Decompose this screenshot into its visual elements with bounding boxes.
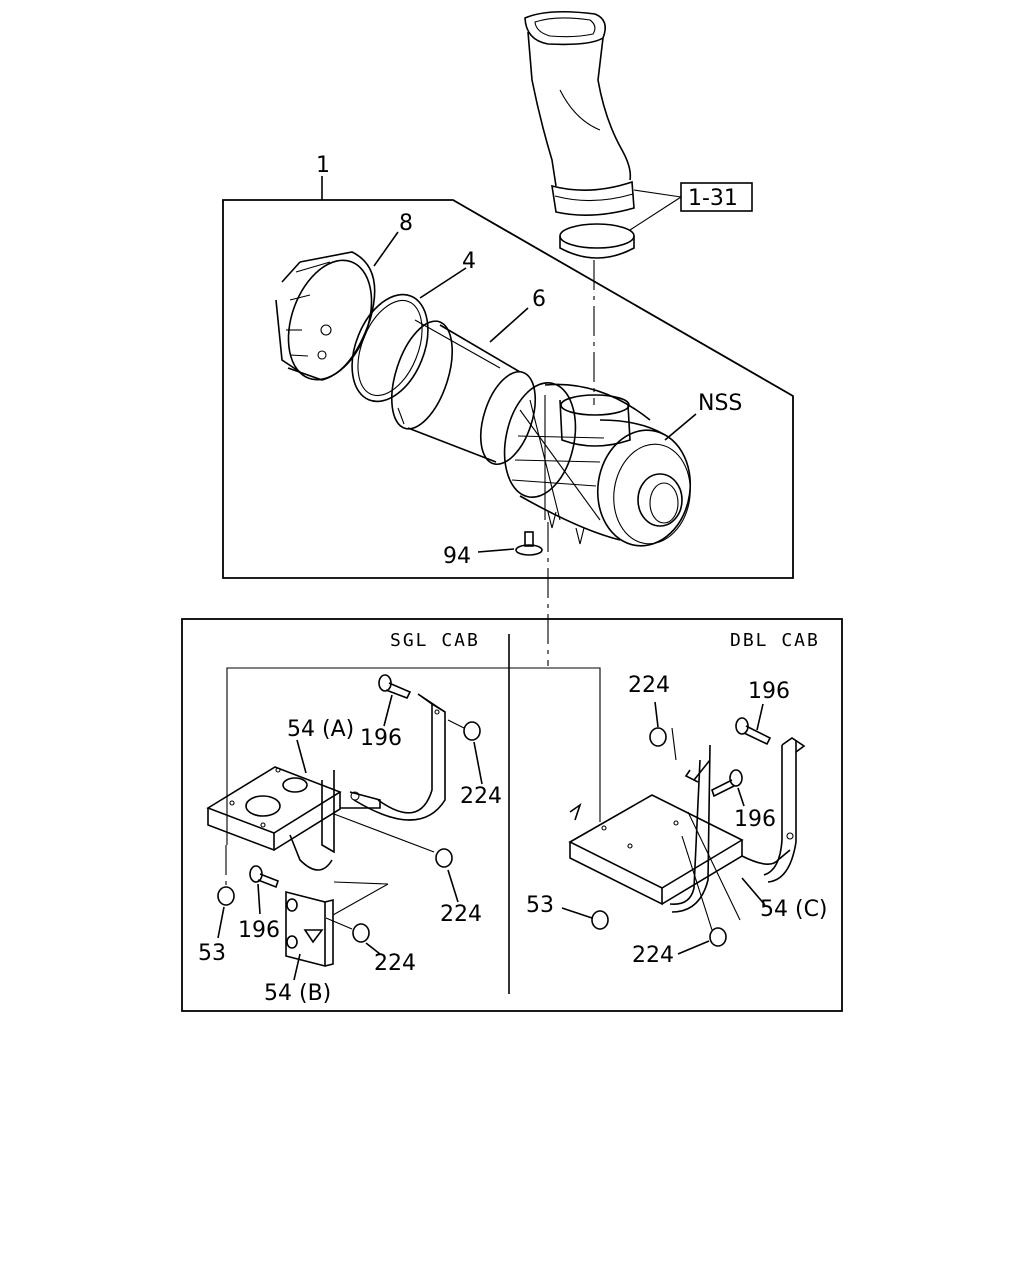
dbl-bolt-196-top: [735, 717, 772, 746]
dbl-bracket-c: [568, 727, 806, 931]
bracket-frame: [181, 618, 843, 1012]
housing-label: NSS: [698, 391, 742, 416]
dbl-nut-224-top: [649, 727, 667, 747]
sgl-bracket-b: [285, 881, 389, 968]
dbl-bracket-c-leader: [741, 877, 766, 906]
dbl-nut-224-low: [709, 927, 727, 947]
dbl-nut-224-top-label: 224: [628, 673, 670, 698]
sgl-nut-53-leader: [217, 906, 225, 939]
sgl-bracket-a-label: 54 (A): [287, 717, 354, 742]
sgl-nut-53: [217, 845, 235, 906]
duct-ref-leader-2: [629, 196, 682, 231]
dbl-nut-224-top-leader: [654, 701, 659, 728]
duct-ref-label: 1-31: [688, 186, 738, 211]
dbl-bolt-196-mid: [684, 769, 743, 798]
sgl-bracket-a-leader: [296, 739, 307, 774]
duct-clamp-ring: [559, 223, 635, 259]
dbl-nut-224-low-label: 224: [632, 943, 674, 968]
sgl-bracket-a: [206, 693, 446, 871]
cover-leader: [373, 231, 399, 267]
sgl-cab-label: SGL CAB: [390, 630, 480, 651]
dbl-bracket-c-label: 54 (C): [760, 897, 828, 922]
sgl-bolt-196-top-leader: [383, 694, 393, 727]
sgl-bracket-b-leader: [293, 953, 301, 981]
dbl-bolt-196-mid-label: 196: [734, 807, 776, 832]
dbl-bolt-196-mid-leader: [737, 787, 745, 807]
dbl-nut-224-low-leader: [677, 940, 710, 955]
sgl-bolt-196-low-label: 196: [238, 918, 280, 943]
assembly-frame: [222, 199, 794, 579]
intake-duct: [524, 10, 635, 216]
sgl-nut-224-mid-leader: [447, 869, 459, 903]
sgl-nut-224-low-leader: [365, 942, 381, 955]
sgl-nut-224-low-label: 224: [374, 951, 416, 976]
filter-label: 6: [532, 287, 546, 312]
seal-ring: [351, 293, 429, 403]
housing-leader: [664, 413, 697, 441]
sgl-nut-53-label: 53: [198, 941, 226, 966]
dbl-bolt-196-top-label: 196: [748, 679, 790, 704]
filter-element: [391, 319, 537, 466]
sgl-bolt-196-top-label: 196: [360, 726, 402, 751]
dbl-cab-label: DBL CAB: [730, 630, 820, 651]
cover-label: 8: [399, 211, 413, 236]
bolt-94-leader: [477, 548, 515, 553]
sgl-nut-224-top-label: 224: [460, 784, 502, 809]
sgl-bolt-196-low: [249, 865, 279, 889]
sgl-bolt-196-top: [378, 674, 412, 700]
assembly-label: 1: [316, 153, 330, 178]
sgl-nut-224-top: [447, 719, 481, 741]
alignment-line: [226, 667, 601, 845]
sgl-nut-224-mid: [333, 813, 453, 868]
sgl-bolt-196-low-leader: [257, 883, 261, 915]
dbl-nut-53: [591, 910, 609, 930]
sgl-nut-224-low: [325, 917, 370, 943]
bolt-94: [515, 531, 543, 556]
sgl-bracket-b-label: 54 (B): [264, 981, 331, 1006]
seal-label: 4: [462, 249, 476, 274]
filter-leader: [489, 307, 529, 343]
sgl-nut-224-top-leader: [473, 741, 483, 785]
sgl-nut-224-mid-label: 224: [440, 902, 482, 927]
dbl-bolt-196-top-leader: [756, 703, 764, 731]
housing-cover: [275, 251, 376, 381]
duct-ref-leader-1: [633, 189, 682, 198]
air-cleaner-housing: [503, 382, 692, 547]
dbl-nut-53-label: 53: [526, 893, 554, 918]
bolt-94-label: 94: [443, 544, 471, 569]
dbl-nut-53-leader: [561, 907, 593, 919]
seal-leader: [419, 267, 467, 299]
